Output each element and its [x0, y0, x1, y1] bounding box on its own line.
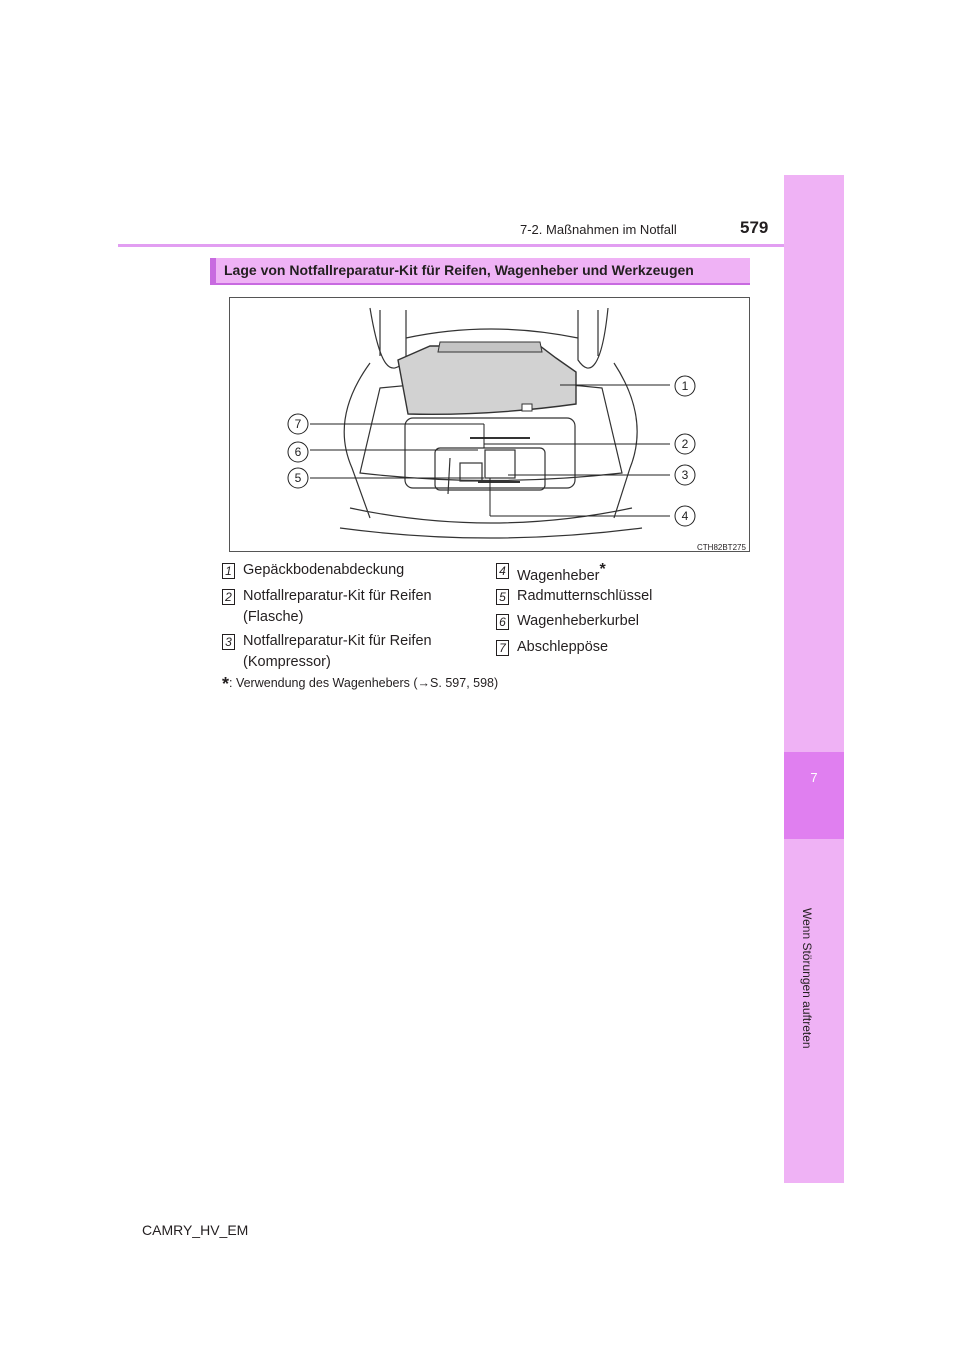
callout-7: 7: [295, 417, 302, 431]
legend-label-3-cont: (Kompressor): [243, 654, 331, 670]
section-heading-rule: [210, 283, 750, 285]
callout-2: 2: [682, 437, 689, 451]
chapter-title: Wenn Störungen auftreten: [800, 908, 814, 1049]
figure-code: CTH82BT275: [697, 543, 746, 552]
trunk-drawing: 1 2 3 4 5 6 7: [287, 307, 696, 539]
chapter-number: 7: [810, 770, 818, 785]
legend-label-5: Radmutternschlüssel: [517, 588, 653, 604]
legend-label-6: Wagenheberkurbel: [517, 613, 639, 629]
section-heading-bar: [210, 258, 750, 283]
chapter-number-tab: [784, 752, 844, 839]
legend-number-2: 2: [222, 589, 235, 605]
chapter-side-tab: [784, 175, 844, 1183]
legend-label-3: Notfallreparatur-Kit für Reifen: [243, 633, 432, 649]
asterisk-mark: *: [599, 561, 606, 578]
callout-3: 3: [682, 468, 689, 482]
footnote-text: : Verwendung des Wagenhebers (→S. 597, 5…: [229, 676, 499, 690]
legend-number-6: 6: [496, 614, 509, 630]
callout-5: 5: [295, 471, 302, 485]
legend-label-4: Wagenheber*: [517, 561, 606, 584]
legend-label-1: Gepäckbodenabdeckung: [243, 562, 405, 578]
footnote-star: *: [222, 674, 230, 694]
footnote: *: Verwendung des Wagenhebers (→S. 597, …: [222, 674, 498, 695]
legend-number-4: 4: [496, 563, 509, 579]
callout-1: 1: [682, 379, 689, 393]
page-number: 579: [740, 218, 769, 237]
legend-label-2-cont: (Flasche): [243, 609, 304, 625]
legend-number-7: 7: [496, 640, 509, 656]
section-heading: Lage von Notfallreparatur-Kit für Reifen…: [224, 262, 694, 278]
header-rule: [118, 244, 784, 247]
legend-label-7: Abschleppöse: [517, 639, 609, 655]
callout-6: 6: [295, 445, 302, 459]
callout-4: 4: [682, 509, 689, 523]
legend-number-1: 1: [222, 563, 235, 579]
legend-number-5: 5: [496, 589, 509, 605]
footer-model-code: CAMRY_HV_EM: [142, 1222, 249, 1238]
callout-markers: [287, 375, 696, 527]
header-section-title: 7-2. Maßnahmen im Notfall: [520, 222, 677, 237]
legend-label-2: Notfallreparatur-Kit für Reifen: [243, 588, 432, 604]
legend-number-3: 3: [222, 634, 235, 650]
trunk-illustration: 1 2 3 4 5 6 7 CTH82BT275: [229, 297, 750, 552]
